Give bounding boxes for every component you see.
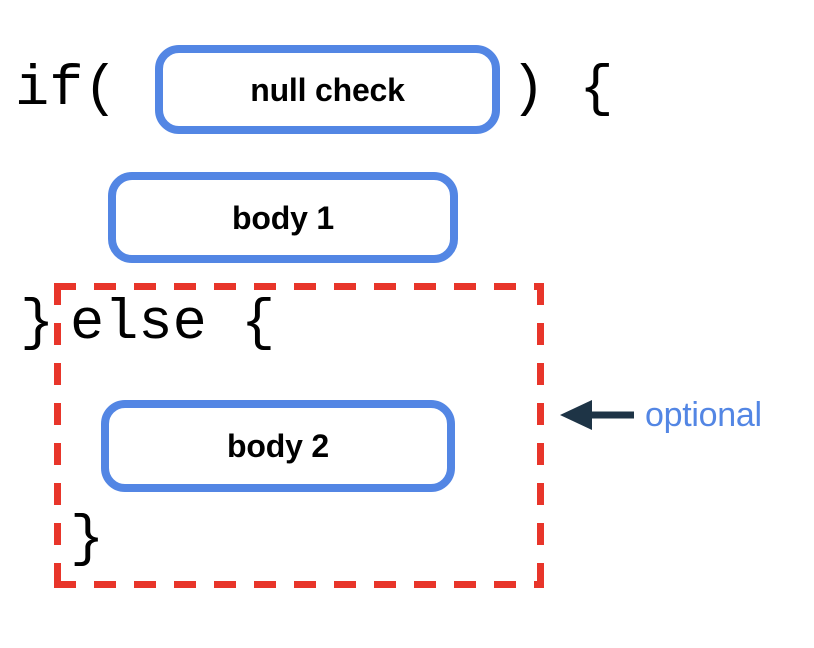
code-token-close-paren-open-brace: ) {	[511, 58, 614, 122]
code-token-else-open: else {	[70, 292, 276, 356]
box-body-2-label: body 2	[227, 428, 329, 464]
box-null-check-label: null check	[250, 71, 405, 108]
code-token-close-brace-else: }	[70, 508, 105, 572]
box-null-check[interactable]: null check	[155, 45, 500, 134]
box-body-1-label: body 1	[232, 199, 334, 236]
optional-annotation-label: optional	[645, 396, 762, 434]
box-body-1[interactable]: body 1	[108, 172, 458, 263]
left-arrow-icon	[560, 400, 634, 430]
code-token-close-brace-if: }	[20, 292, 55, 356]
code-token-if-open: if(	[15, 58, 118, 122]
box-body-2[interactable]: body 2	[101, 400, 455, 492]
